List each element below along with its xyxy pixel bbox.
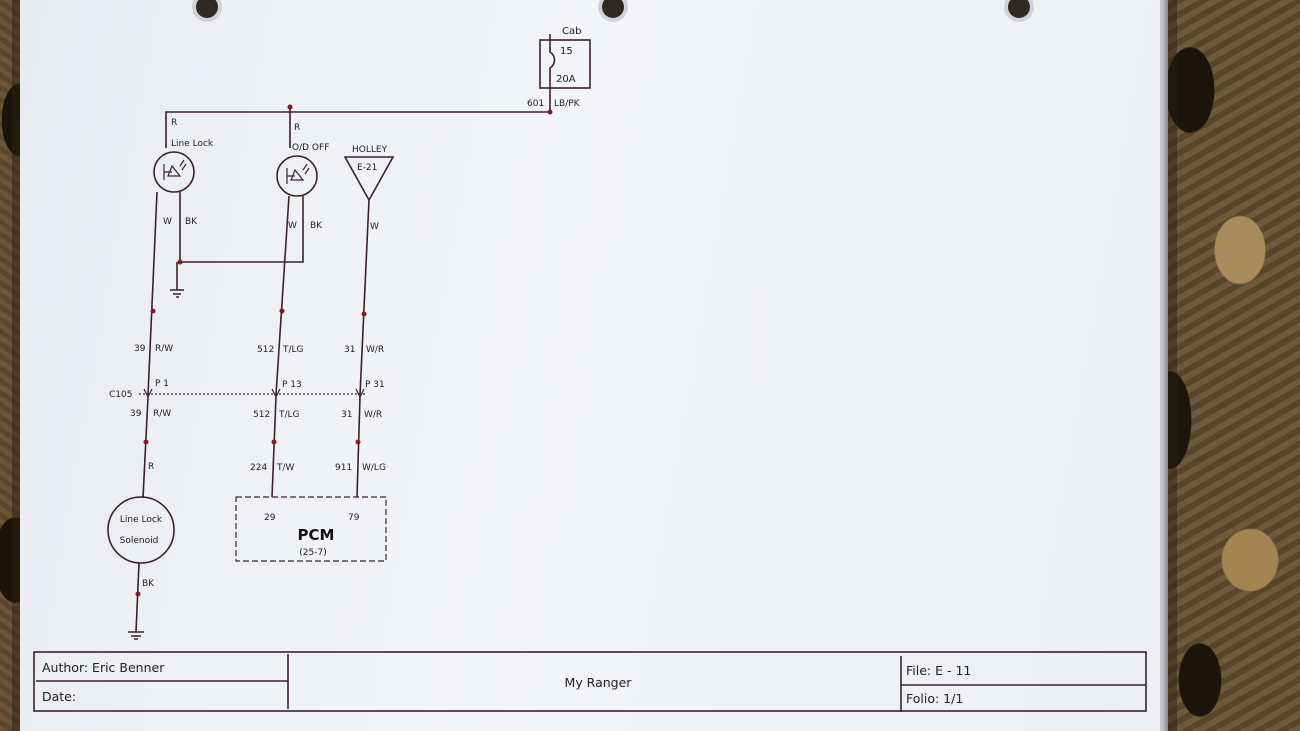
switch-ground-wire <box>179 192 304 263</box>
splice-dot <box>135 591 141 597</box>
fuse-rating: 20A <box>556 74 576 85</box>
component-triangle-icon <box>343 156 395 202</box>
title-block-dividers <box>36 654 1146 712</box>
wire-circuit-number: 39 <box>134 344 146 354</box>
holley-output-color: W <box>370 222 379 232</box>
wire-color: R/W <box>155 344 173 354</box>
folio-field: Folio: 1/1 <box>906 691 963 706</box>
switch-symbol-icon <box>153 151 195 193</box>
feed-bus-wire <box>165 111 550 148</box>
holley-signal-wire <box>359 199 370 396</box>
pcm-name: PCM <box>298 526 335 544</box>
od-off-switch: R O/D OFF W BK <box>276 123 329 231</box>
wire-color: W/LG <box>362 463 386 473</box>
wire-circuit-number: 911 <box>335 463 352 473</box>
splice-dot <box>355 439 361 445</box>
wire-circuit-number: 512 <box>257 345 274 355</box>
switch-power-color: R <box>294 123 300 133</box>
connector-pin: P 1 <box>155 379 169 389</box>
ground-symbol-icon <box>128 631 144 640</box>
switch-output-color: W <box>163 217 172 227</box>
solenoid-feed-color: R <box>148 462 154 472</box>
pcm-pin: 79 <box>348 513 360 523</box>
connector-c105: C105 P 1 P 13 P 31 <box>109 379 385 400</box>
wire-circuit-number: 39 <box>130 409 142 419</box>
fuse-element-icon <box>549 34 556 112</box>
wire-color: T/LG <box>278 410 300 420</box>
wire-color: R/W <box>153 409 171 419</box>
switch-power-color: R <box>171 118 177 128</box>
switch-ground-color: BK <box>185 217 198 227</box>
line-lock-switch: R Line Lock W BK <box>153 118 214 227</box>
wire-color: T/W <box>276 463 295 473</box>
wire-color: W/R <box>366 345 384 355</box>
fuse-box <box>539 39 591 89</box>
fuse: Cab 15 20A <box>539 26 591 112</box>
wire-circuit-number: 512 <box>253 410 270 420</box>
splice-dot <box>150 308 156 314</box>
ground-symbol-icon <box>170 289 184 298</box>
connector-pin: P 13 <box>282 380 302 390</box>
illuminated-switch-icon <box>163 159 187 180</box>
splice-dot <box>547 109 553 115</box>
pcm-reference: (25-7) <box>299 548 326 558</box>
holley-id: E-21 <box>357 163 377 173</box>
pcm-module: 29 79 PCM (25-7) <box>235 496 387 562</box>
od-off-signal-wire <box>275 195 290 396</box>
splice-dot <box>143 439 149 445</box>
pcm-wire-79 <box>356 396 361 498</box>
splice-dot <box>271 439 277 445</box>
pcm-wire-29 <box>271 396 277 498</box>
binder-ring <box>192 0 222 22</box>
date-field: Date: <box>42 689 76 704</box>
wire-circuit-number: 31 <box>344 345 355 355</box>
switch-output-color: W <box>288 221 297 231</box>
holley-label: HOLLEY <box>352 145 388 155</box>
solenoid-ground-wire <box>135 562 140 633</box>
wire-circuit-number: 31 <box>341 410 352 420</box>
connector-pin-icon <box>143 388 365 399</box>
switch-label: O/D OFF <box>292 143 329 153</box>
connector-name: C105 <box>109 390 132 400</box>
splice-dot <box>287 104 293 110</box>
solenoid-ground-color: BK <box>142 579 155 589</box>
schematic-page <box>20 0 1160 731</box>
wire-color: T/LG <box>282 345 304 355</box>
title-block: Author: Eric Benner Date: My Ranger File… <box>33 651 1147 712</box>
title-block-frame <box>33 651 1147 712</box>
splice-dot <box>361 311 367 317</box>
file-field: File: E - 11 <box>906 663 971 678</box>
connector-pin: P 31 <box>365 380 385 390</box>
feed-circuit-number: 601 <box>527 99 544 109</box>
illuminated-switch-icon <box>286 163 310 184</box>
line-lock-solenoid: Line Lock Solenoid BK <box>107 496 175 640</box>
line-lock-signal-wire <box>147 191 158 396</box>
author-field: Author: Eric Benner <box>42 660 165 675</box>
splice-dot <box>177 259 183 265</box>
binder-ring <box>598 0 628 22</box>
feed-wire-color: LB/PK <box>554 99 581 109</box>
pcm-box <box>235 496 387 562</box>
wire-circuit-number: 224 <box>250 463 267 473</box>
solenoid-label: Line Lock <box>120 515 163 525</box>
fuse-number: 15 <box>560 46 573 57</box>
solenoid-label: Solenoid <box>120 536 159 546</box>
solenoid-symbol-icon <box>107 496 175 564</box>
pcm-pin: 29 <box>264 513 276 523</box>
holley-e21-component: HOLLEY E-21 W <box>343 145 395 232</box>
binder-ring <box>1004 0 1034 22</box>
drawing-title: My Ranger <box>565 675 633 690</box>
switch-label: Line Lock <box>171 139 214 149</box>
solenoid-feed-wire <box>142 396 149 499</box>
wire-color: W/R <box>364 410 382 420</box>
switch-ground-color: BK <box>310 221 323 231</box>
splice-dot <box>279 308 285 314</box>
switch-symbol-icon <box>276 155 318 197</box>
fuse-location-label: Cab <box>562 26 581 37</box>
